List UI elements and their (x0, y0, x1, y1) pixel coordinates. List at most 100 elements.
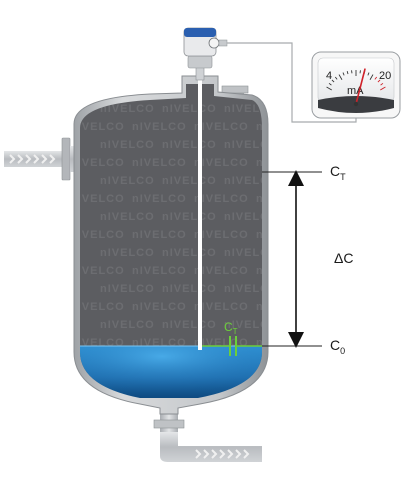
watermark-text: nIVELCO (132, 301, 187, 313)
chevron-right-icon (227, 449, 234, 459)
watermark-text: nIVELCO (224, 319, 279, 331)
watermark-text: nIVELCO (194, 121, 249, 133)
watermark-text: nIVELCO (132, 157, 187, 169)
meter-tick (380, 86, 386, 91)
meter-tick (338, 74, 343, 80)
watermark-text: nIVELCO (194, 337, 249, 349)
meter-max-label: 20 (379, 70, 391, 82)
watermark-text: nIVELCO (70, 121, 125, 133)
meter-tick (328, 82, 332, 86)
chevron-right-icon (49, 154, 56, 164)
watermark-text: nIVELCO (256, 265, 311, 277)
inlet-pipe (4, 137, 80, 181)
meter-tick (377, 79, 381, 83)
watermark-text: nIVELCO (70, 337, 125, 349)
chevron-right-icon (243, 449, 250, 459)
level-probe (183, 27, 228, 350)
probe-rod (198, 78, 202, 350)
watermark-text: nIVELCO (256, 301, 311, 313)
watermark-text: nIVELCO (132, 265, 187, 277)
watermark-text: nIVELCO (132, 193, 187, 205)
chevron-right-icon (235, 449, 242, 459)
watermark-text: nIVELCO (224, 211, 279, 223)
meter-tick (369, 74, 374, 80)
watermark-text: nIVELCO (194, 265, 249, 277)
meter-tick (331, 79, 335, 83)
top-capacitance-label: CT (330, 163, 346, 182)
watermark-text: nIVELCO (132, 337, 187, 349)
watermark-text: nIVELCO (70, 229, 125, 241)
bottom-capacitance-label: C0 (330, 337, 345, 356)
chevron-right-icon (9, 154, 16, 164)
watermark-text: nIVELCO (100, 139, 155, 151)
chevron-right-icon (17, 154, 24, 164)
meter-needle-icon (355, 68, 366, 105)
watermark-text: nIVELCO (256, 121, 311, 133)
chevron-right-icon (41, 154, 48, 164)
watermark-text: nIVELCO (132, 229, 187, 241)
probe-cap-label: CT (224, 320, 238, 336)
watermark-text: nIVELCO (100, 247, 155, 259)
watermark-text: nIVELCO (224, 175, 279, 187)
measurement-annotation: CT C0 ΔC (262, 163, 353, 356)
watermark-text: nIVELCO (100, 103, 155, 115)
watermark-text: nIVELCO (194, 301, 249, 313)
transmitter-cap-icon (184, 28, 216, 37)
chevron-right-icon (33, 154, 40, 164)
watermark-text: nIVELCO (162, 211, 217, 223)
chevron-right-icon (25, 154, 32, 164)
watermark-text: nIVELCO (194, 229, 249, 241)
watermark-text: nIVELCO (256, 229, 311, 241)
watermark-text: nIVELCO (162, 175, 217, 187)
watermark-text: nIVELCO (162, 247, 217, 259)
meter-tick (342, 72, 345, 76)
watermark-text: nIVELCO (70, 157, 125, 169)
meter-tick (334, 76, 338, 80)
watermark-text: nIVELCO (256, 337, 311, 349)
meter-tick (346, 71, 349, 75)
meter-tick (380, 82, 384, 86)
watermark-text: nIVELCO (100, 175, 155, 187)
watermark-text: nIVELCO (286, 319, 341, 331)
probe-capacitance-symbol: CT (202, 320, 262, 356)
watermark-text: nIVELCO (162, 139, 217, 151)
watermark-text: nIVELCO (162, 319, 217, 331)
watermark-text: nIVELCO (256, 193, 311, 205)
chevron-right-icon (195, 449, 202, 459)
tank: nIVELCO nIVELCO nIVELCO nIVELCO nIVELCO nIVEL… (70, 75, 341, 415)
watermark-text: nIVELCO (256, 157, 311, 169)
watermark-text: nIVELCO (286, 247, 341, 259)
meter-tick (367, 72, 370, 76)
chevron-right-icon (203, 449, 210, 459)
meter-min-label: 4 (326, 70, 332, 82)
watermark-text: nIVELCO (132, 121, 187, 133)
watermark-text: nIVELCO (224, 103, 279, 115)
watermark-text: nIVELCO (70, 301, 125, 313)
watermark-text: nIVELCO (100, 211, 155, 223)
watermark-text: nIVELCO (224, 139, 279, 151)
meter-unit-label: mA (347, 85, 364, 97)
inlet-flow-arrows-icon (9, 154, 56, 164)
watermark-text: nIVELCO (286, 139, 341, 151)
watermark-text: nIVELCO (100, 319, 155, 331)
watermark-text: nIVELCO (194, 193, 249, 205)
watermark-text: nIVELCO (286, 283, 341, 295)
watermark-text: nIVELCO (194, 157, 249, 169)
delta-capacitance-label: ΔC (334, 250, 353, 266)
watermark-text: nIVELCO (70, 265, 125, 277)
watermark-text: nIVELCO (224, 283, 279, 295)
cable-gland-icon (208, 37, 220, 49)
watermark-text: nIVELCO (286, 211, 341, 223)
watermark-text: nIVELCO (162, 103, 217, 115)
meter-tick (326, 86, 332, 91)
tank-interior (80, 84, 262, 397)
watermark-text: nIVELCO (100, 283, 155, 295)
signal-cable (227, 42, 357, 123)
outlet-flow-arrows-icon (195, 449, 250, 459)
watermark-text: nIVELCO (224, 247, 279, 259)
chevron-right-icon (219, 449, 226, 459)
watermark-pattern: nIVELCO nIVELCO nIVELCO nIVELCO nIVELCO nIVEL… (70, 103, 341, 349)
meter-tick (374, 76, 378, 80)
chevron-right-icon (211, 449, 218, 459)
